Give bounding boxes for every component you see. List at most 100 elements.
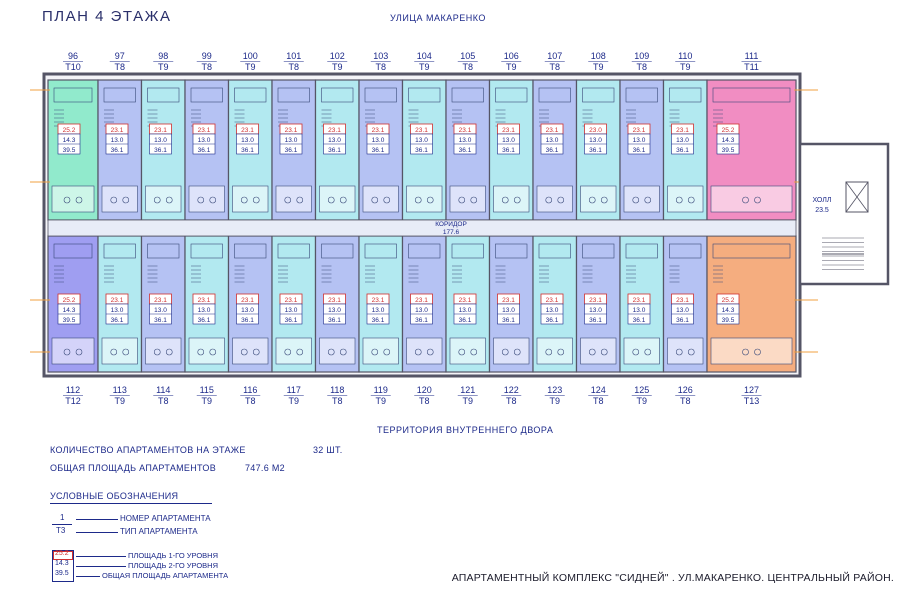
toilet-icon <box>63 348 71 356</box>
apartment-unit: 23.113.036.1 <box>619 235 665 373</box>
legend-area1-sample: 25.2 <box>55 550 69 557</box>
toilet-icon <box>371 348 379 356</box>
apartment-area-level1: 23.1 <box>676 297 689 304</box>
bathroom-block <box>710 185 793 213</box>
sink-icon <box>687 348 695 356</box>
bathroom-block <box>232 337 269 365</box>
sink-icon <box>513 348 521 356</box>
legend-area1-frame <box>53 551 73 560</box>
kitchen-block <box>234 243 267 259</box>
bathroom-block <box>188 337 225 365</box>
apartment-area-level1: 23.1 <box>546 127 559 134</box>
apartment-area-level1: 23.1 <box>589 297 602 304</box>
apartment-area-level1: 23.1 <box>111 127 124 134</box>
apartment-unit: 23.113.036.1 <box>619 79 665 221</box>
toilet-icon <box>327 196 335 204</box>
apartment-type: T9 <box>375 396 386 406</box>
apartment-area-level2: 13.0 <box>589 137 602 144</box>
apartment-total-area: 36.1 <box>198 317 211 324</box>
apartment-total-area: 36.1 <box>502 317 515 324</box>
street-label: УЛИЦА МАКАРЕНКО <box>390 13 486 23</box>
sink-icon <box>754 348 761 356</box>
apartment-total-area: 36.1 <box>241 317 254 324</box>
toilet-icon <box>458 348 466 356</box>
apartment-total-area: 36.1 <box>241 147 254 154</box>
kitchen-block <box>582 243 615 259</box>
kitchen-block <box>582 87 615 103</box>
apartment-number: 117 <box>287 385 301 395</box>
apartment-number: 99 <box>202 51 212 61</box>
sink-icon <box>513 196 521 204</box>
kitchen-block <box>712 87 791 103</box>
apartment-area-level2: 13.0 <box>198 137 211 144</box>
apartment-total-area: 36.1 <box>154 147 167 154</box>
apartment-area-level2: 13.0 <box>502 137 515 144</box>
apartment-total-area: 36.1 <box>372 147 385 154</box>
apartment-number: 115 <box>200 385 214 395</box>
bathroom-block <box>623 337 660 365</box>
bathroom-block <box>667 337 704 365</box>
sink-icon <box>252 348 260 356</box>
toilet-icon <box>414 196 422 204</box>
kitchen-block <box>103 87 136 103</box>
apartment-type: T9 <box>288 396 299 406</box>
toilet-icon <box>371 196 379 204</box>
apartment-unit: 23.113.036.1 <box>97 79 143 221</box>
apartment-unit: 23.113.036.1 <box>532 79 578 221</box>
toilet-icon <box>632 196 640 204</box>
toilet-icon <box>501 196 509 204</box>
apartment-area-level1: 23.1 <box>154 297 167 304</box>
apartment-number: 102 <box>330 51 345 61</box>
apartment-type: T8 <box>462 62 473 72</box>
apartment-count-label: КОЛИЧЕСТВО АПАРТАМЕНТОВ НА ЭТАЖЕ <box>50 445 246 455</box>
apartment-unit: 25.214.339.5 <box>47 79 99 221</box>
kitchen-block <box>53 243 93 259</box>
apartment-type: T9 <box>506 62 517 72</box>
apartment-number: 122 <box>504 385 519 395</box>
apartment-number: 96 <box>68 51 78 61</box>
apartment-area-level1: 23.1 <box>633 297 646 304</box>
kitchen-block <box>495 87 528 103</box>
apartment-number: 126 <box>678 385 693 395</box>
apartment-total-area: 36.1 <box>502 147 515 154</box>
apartment-total-area: 39.5 <box>722 317 735 324</box>
apartment-total-area: 39.5 <box>63 147 76 154</box>
apartment-unit: 23.0 13.0 36.1 <box>575 79 621 221</box>
apartment-total-area: 36.1 <box>285 317 298 324</box>
apartment-area-level2: 13.0 <box>676 137 689 144</box>
apartment-type: T9 <box>114 396 125 406</box>
sink-icon <box>383 196 391 204</box>
apartment-area-level2: 13.0 <box>154 137 167 144</box>
apartment-type: T9 <box>201 396 212 406</box>
apartment-type: T8 <box>549 62 560 72</box>
apartment-area-level2: 13.0 <box>633 137 646 144</box>
kitchen-block <box>669 243 702 259</box>
apartment-area-level1: 25.2 <box>63 297 76 304</box>
apartment-area-level1: 23.0 <box>589 127 602 134</box>
apartment-total-area: 36.1 <box>589 147 602 154</box>
apartment-total-area: 36.1 <box>372 317 385 324</box>
kitchen-block <box>669 87 702 103</box>
apartment-total-area: 36.1 <box>459 317 472 324</box>
apartment-type: T9 <box>462 396 473 406</box>
sink-icon <box>644 196 652 204</box>
apartment-unit: 23.113.036.1 <box>575 235 621 373</box>
sink-icon <box>339 348 347 356</box>
apartment-area-level2: 13.0 <box>676 307 689 314</box>
apartment-unit: 23.113.036.1 <box>445 79 491 221</box>
toilet-icon <box>545 196 553 204</box>
sink-icon <box>426 196 434 204</box>
sink-icon <box>296 196 304 204</box>
apartment-unit: 23.113.036.1 <box>358 235 404 373</box>
legend-area-box <box>52 550 74 582</box>
apartment-area-level1: 23.1 <box>502 127 515 134</box>
apartment-area-level1: 25.2 <box>722 297 735 304</box>
apartment-area-level2: 13.0 <box>502 307 515 314</box>
apartment-type: T10 <box>65 62 81 72</box>
apartment-area-level1: 23.1 <box>459 127 472 134</box>
sink-icon <box>600 348 608 356</box>
apartment-area-level2: 14.3 <box>722 307 735 314</box>
kitchen-block <box>321 243 354 259</box>
legend-leader-line <box>76 519 118 520</box>
apartment-number: 105 <box>460 51 475 61</box>
